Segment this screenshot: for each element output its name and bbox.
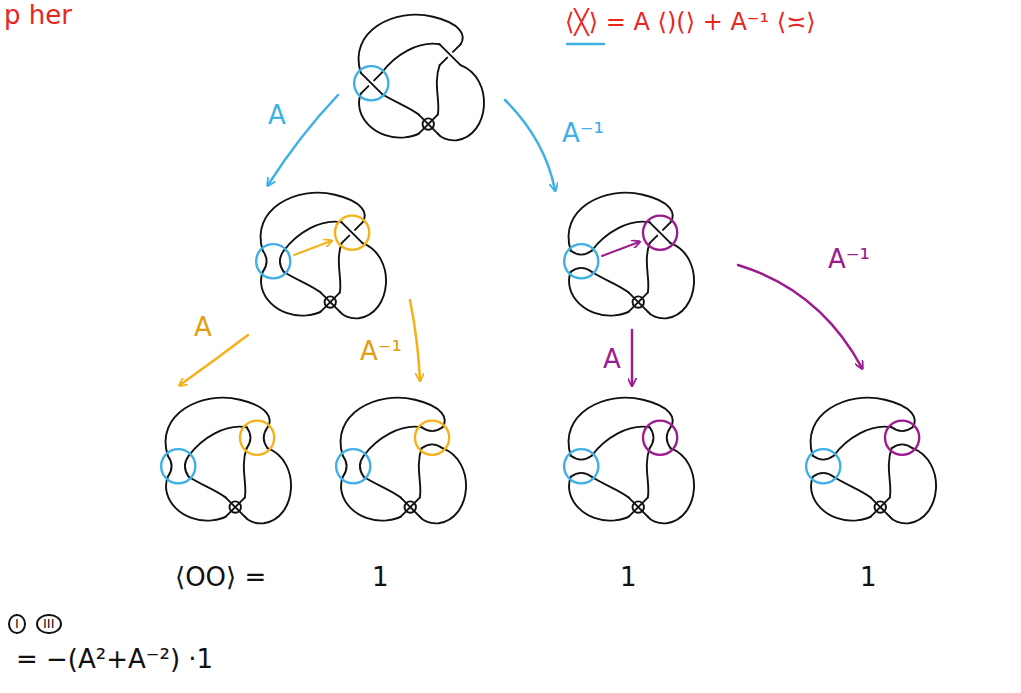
crossing-circle [256, 244, 290, 278]
bracket-value: 1 [860, 562, 877, 593]
crossing [650, 222, 671, 243]
smoothing [892, 427, 913, 448]
state-arrow [505, 100, 555, 190]
crossing-circle [415, 421, 449, 455]
knot-strands [811, 398, 937, 524]
smoothing [343, 456, 364, 477]
crossing-circle [885, 421, 919, 455]
crossing [440, 44, 461, 65]
weight-label: A⁻¹ [828, 244, 870, 275]
state-arrows [180, 95, 862, 385]
smoothing [422, 427, 443, 448]
knot-diagram [354, 15, 484, 141]
crossing-circle [240, 421, 274, 455]
smoothing [571, 251, 592, 272]
state-arrow [738, 265, 862, 368]
smoothing [813, 456, 834, 477]
knot-strands [359, 15, 485, 141]
move-reference: I [8, 614, 26, 634]
smoothing [168, 456, 189, 477]
crossing-circle [354, 66, 388, 100]
bracket-value: 1 [620, 562, 637, 593]
pointer-arrow [602, 242, 639, 256]
pointer-arrow [294, 241, 331, 255]
weight-label: A [194, 312, 212, 343]
knot-strands [569, 193, 695, 319]
crossing [361, 73, 382, 94]
knot-strands [569, 398, 695, 524]
state-arrow [410, 300, 420, 380]
bracket-value: 1 [372, 562, 389, 593]
knot-diagram [806, 398, 936, 524]
smoothing [247, 427, 268, 448]
knot-diagram [161, 398, 291, 524]
weight-label: A [268, 100, 286, 131]
crossing [342, 222, 363, 243]
knot-diagram [336, 398, 466, 524]
weight-label: A [603, 344, 621, 375]
state-arrow [631, 330, 634, 385]
crossing-circle [806, 449, 840, 483]
move-reference: III [36, 614, 62, 634]
state-arrow [268, 95, 338, 185]
crossing-circle [643, 216, 677, 250]
smoothing [571, 456, 592, 477]
knot-strands [341, 398, 467, 524]
crossing-circle [564, 244, 598, 278]
knot-strands [261, 193, 387, 319]
crossing-circle [336, 449, 370, 483]
crossing-circle [335, 216, 369, 250]
smoothing [263, 251, 284, 272]
crossing-circle [643, 421, 677, 455]
weight-label: A⁻¹ [360, 336, 402, 367]
formula: ⟨╳⟩ = A ⟨)(⟩ + A⁻¹ ⟨≍⟩ [565, 8, 816, 37]
smoothing [650, 427, 671, 448]
knot-diagram [564, 398, 694, 524]
weight-label: A⁻¹ [562, 118, 604, 149]
crossing-circle [161, 449, 195, 483]
crossing-circle [564, 449, 598, 483]
note-text: p her [4, 0, 72, 31]
knot-strands [166, 398, 292, 524]
knot-diagram [564, 193, 694, 319]
formula: = −(A²+A⁻²) ·1 [16, 644, 213, 675]
bracket-value: ⟨OO⟩ = [175, 562, 266, 593]
knot-diagram [256, 193, 386, 319]
underline [567, 43, 604, 46]
state-arrow [180, 335, 248, 385]
